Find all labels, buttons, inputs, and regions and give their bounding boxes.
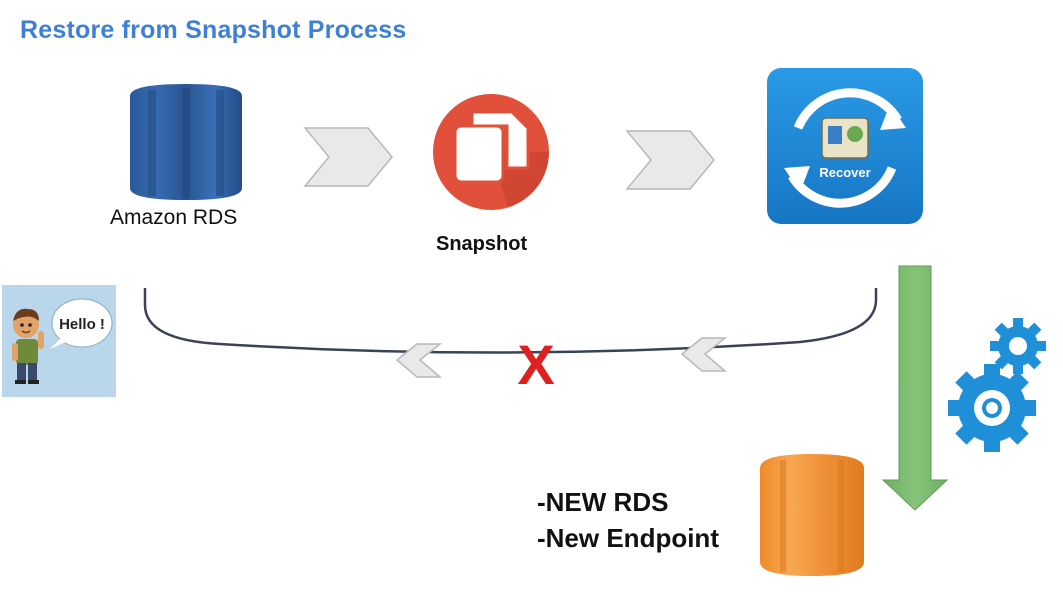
chevron-left-icon — [395, 343, 443, 378]
gears-icon — [948, 318, 1046, 452]
amazon-rds-icon — [130, 84, 242, 200]
boy-character-icon: Hello ! — [12, 298, 113, 384]
chevron-right-icon — [303, 127, 393, 187]
snapshot-icon — [433, 94, 549, 210]
return-path-line — [143, 288, 878, 354]
result-text: -NEW RDS -New Endpoint — [537, 484, 719, 556]
snapshot-label: Snapshot — [436, 233, 528, 255]
speech-bubble-text: Hello ! — [59, 316, 105, 333]
page-title: Restore from Snapshot Process — [20, 16, 407, 44]
amazon-rds-label: Amazon RDS — [110, 206, 238, 229]
result-line-new-endpoint: -New Endpoint — [537, 523, 719, 553]
recover-label: Recover — [819, 165, 870, 180]
chevron-left-icon — [680, 337, 728, 372]
result-line-new-rds: -NEW RDS — [537, 487, 669, 517]
down-arrow-icon — [881, 265, 949, 511]
blocked-x-mark: X — [517, 333, 554, 396]
recover-icon: Recover — [767, 68, 923, 224]
new-rds-icon — [760, 454, 864, 576]
user-hello-panel: Hello ! — [2, 285, 116, 397]
chevron-right-icon — [625, 130, 715, 190]
